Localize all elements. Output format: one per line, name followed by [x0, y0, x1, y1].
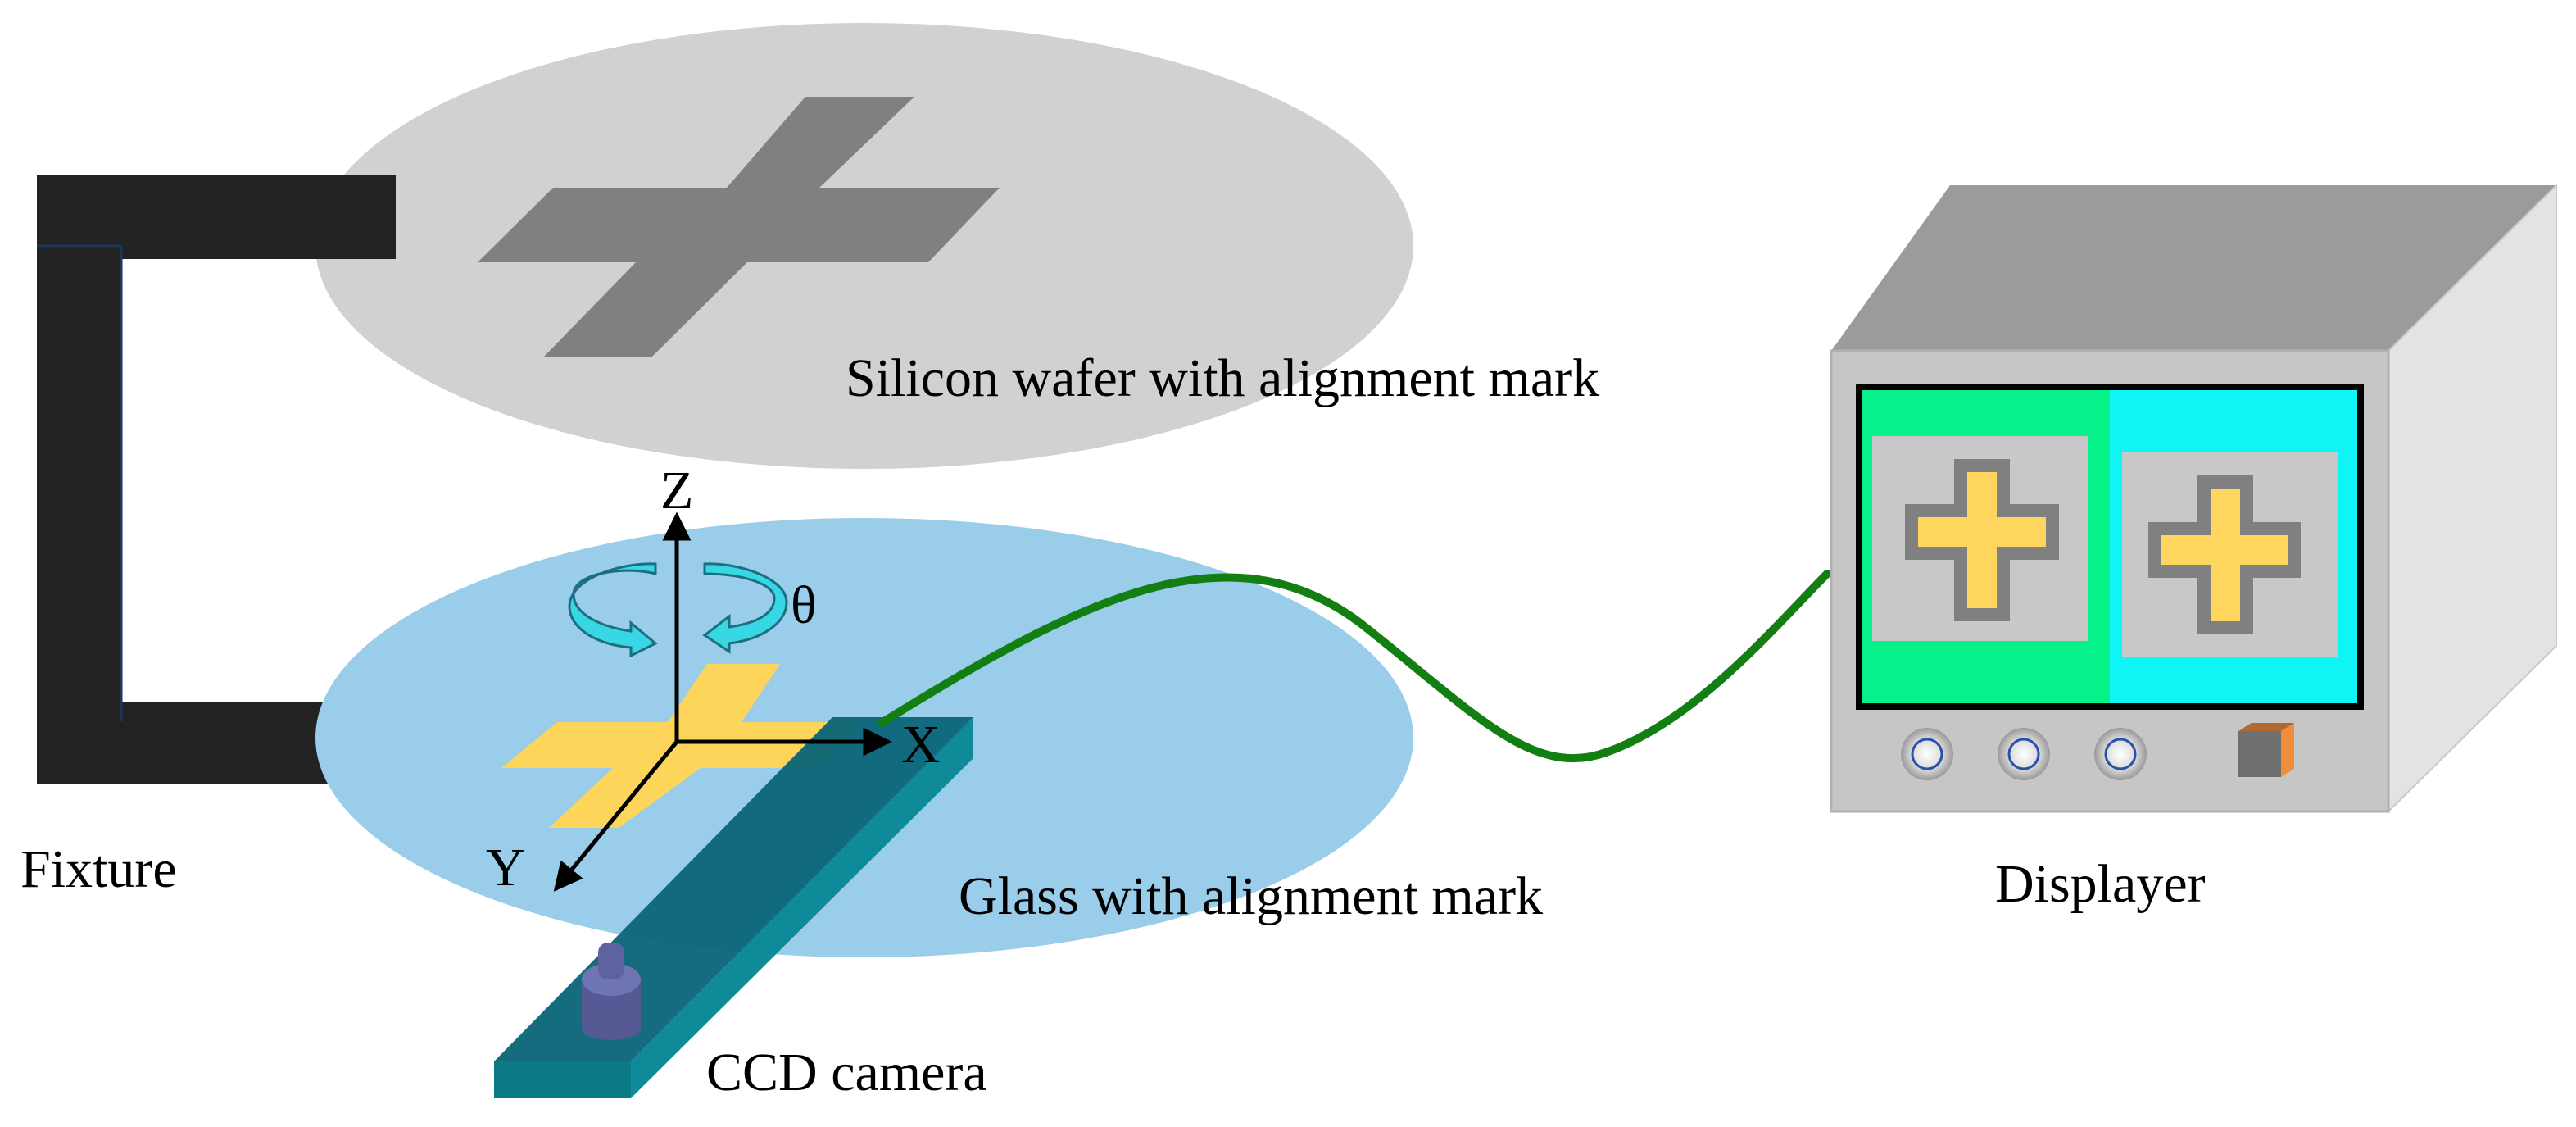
- screen-right-cross-icon: [2148, 475, 2301, 634]
- screen-left-cross-icon: [1905, 459, 2059, 621]
- ccd-camera: [494, 717, 973, 1098]
- wafer-alignment-mark: [478, 97, 1000, 357]
- camera-bar-front: [494, 1061, 631, 1098]
- glass-label: Glass with alignment mark: [959, 866, 1543, 926]
- rotation-arrow-left-icon: [568, 562, 658, 658]
- monitor-top: [1831, 185, 2556, 351]
- coordinate-axes: [553, 511, 892, 892]
- fixture-label: Fixture: [20, 839, 177, 899]
- theta-label: θ: [791, 575, 817, 635]
- x-axis-label: X: [901, 715, 941, 775]
- monitor-knobs: [1901, 728, 2147, 780]
- camera-label: CCD camera: [706, 1043, 987, 1102]
- glass-alignment-mark: [501, 664, 864, 828]
- displayer-label: Displayer: [1995, 854, 2206, 914]
- rotation-arrow-right-icon: [702, 562, 788, 654]
- knob-2-icon[interactable]: [1998, 728, 2050, 780]
- wafer-label: Silicon wafer with alignment mark: [846, 348, 1599, 408]
- z-axis-label: Z: [660, 461, 693, 520]
- knob-1-icon[interactable]: [1901, 728, 1953, 780]
- rotation-arrows: [568, 562, 788, 658]
- displayer: [1830, 183, 2557, 814]
- signal-cable: [878, 570, 1831, 763]
- power-button[interactable]: [2238, 723, 2294, 777]
- y-axis: [553, 740, 678, 892]
- y-axis-label: Y: [486, 838, 525, 898]
- camera-bar-side: [631, 717, 973, 1098]
- fixture-vertical-bar: [37, 246, 121, 720]
- knob-3-icon[interactable]: [2094, 728, 2147, 780]
- silicon-wafer: [315, 23, 1413, 469]
